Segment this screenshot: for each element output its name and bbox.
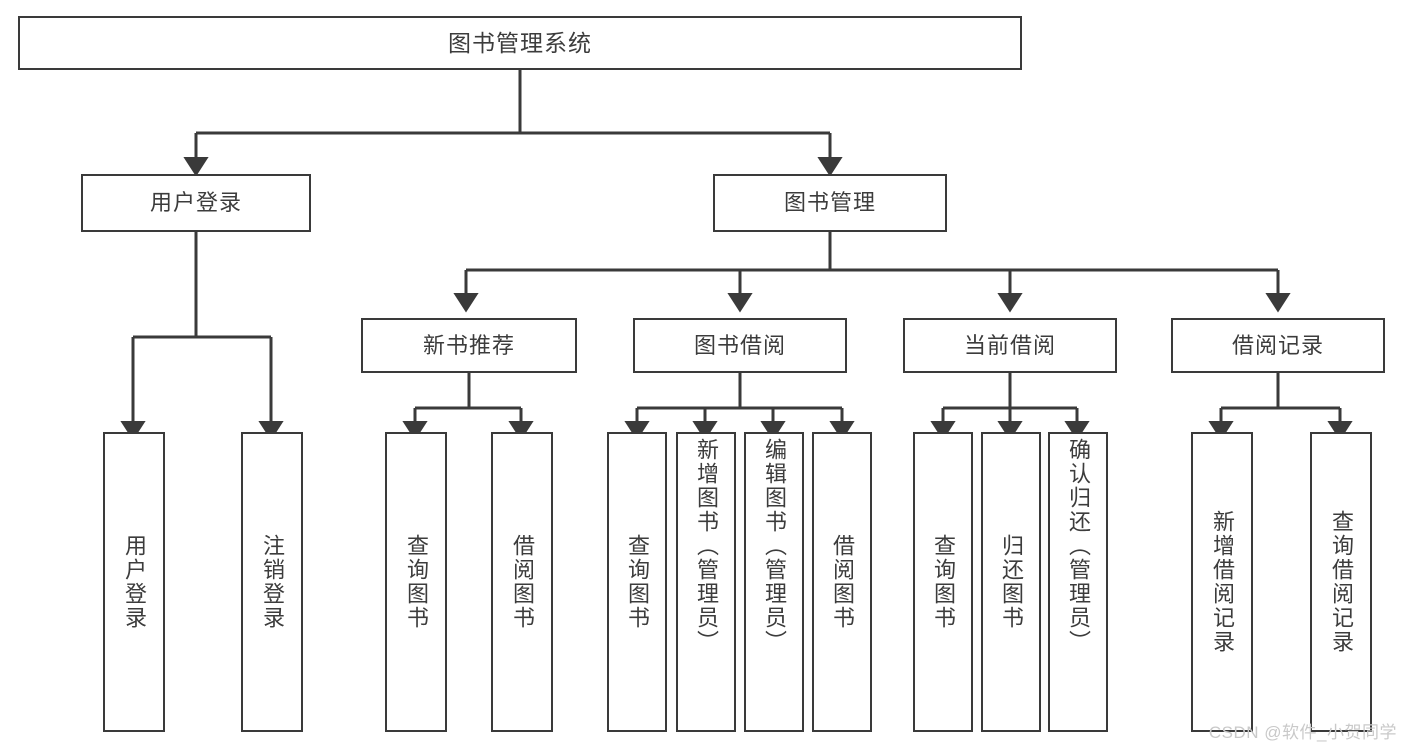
node-new-book-recommend[interactable]: 新书推荐 — [361, 318, 577, 373]
leaf-borrow-borrow-book[interactable]: 借阅图书 — [812, 432, 872, 732]
leaf-borrow-edit-book-admin[interactable]: 编辑图书（管理员） — [744, 432, 804, 732]
node-book-management[interactable]: 图书管理 — [713, 174, 947, 232]
leaf-new-book-query-book[interactable]: 查询图书 — [385, 432, 447, 732]
leaf-borrow-add-book-admin[interactable]: 新增图书（管理员） — [676, 432, 736, 732]
leaf-label: 归还图书 — [998, 534, 1024, 630]
node-book-borrow[interactable]: 图书借阅 — [633, 318, 847, 373]
leaf-record-add-borrow-record[interactable]: 新增借阅记录 — [1191, 432, 1253, 732]
node-root-book-management-system[interactable]: 图书管理系统 — [18, 16, 1022, 70]
node-current-borrow-label: 当前借阅 — [963, 332, 1056, 358]
leaf-borrow-query-book[interactable]: 查询图书 — [607, 432, 667, 732]
watermark: CSDN @软件_小贺同学 — [1208, 723, 1397, 742]
leaf-record-query-borrow-record[interactable]: 查询借阅记录 — [1310, 432, 1372, 732]
leaf-label: 注销登录 — [259, 534, 285, 630]
leaf-label: 查询图书 — [624, 534, 650, 630]
node-current-borrow[interactable]: 当前借阅 — [903, 318, 1117, 373]
leaf-label: 新增图书（管理员） — [693, 438, 719, 654]
node-borrow-record[interactable]: 借阅记录 — [1171, 318, 1385, 373]
leaf-user-login-login[interactable]: 用户登录 — [103, 432, 165, 732]
leaf-label: 用户登录 — [121, 534, 147, 630]
node-new-book-recommend-label: 新书推荐 — [422, 332, 515, 358]
leaf-current-confirm-return-admin[interactable]: 确认归还（管理员） — [1048, 432, 1108, 732]
leaf-label: 确认归还（管理员） — [1065, 438, 1091, 654]
leaf-current-return-book[interactable]: 归还图书 — [981, 432, 1041, 732]
leaf-label: 查询图书 — [930, 534, 956, 630]
node-book-borrow-label: 图书借阅 — [693, 332, 786, 358]
node-user-login[interactable]: 用户登录 — [81, 174, 311, 232]
leaf-label: 查询借阅记录 — [1328, 510, 1354, 654]
leaf-label: 编辑图书（管理员） — [761, 438, 787, 654]
node-user-login-label: 用户登录 — [149, 190, 242, 215]
leaf-new-book-borrow-book[interactable]: 借阅图书 — [491, 432, 553, 732]
leaf-label: 查询图书 — [403, 534, 429, 630]
leaf-label: 借阅图书 — [509, 534, 535, 630]
leaf-label: 新增借阅记录 — [1209, 510, 1235, 654]
node-book-management-label: 图书管理 — [783, 190, 876, 215]
leaf-user-login-logout[interactable]: 注销登录 — [241, 432, 303, 732]
node-borrow-record-label: 借阅记录 — [1231, 332, 1324, 358]
leaf-current-query-book[interactable]: 查询图书 — [913, 432, 973, 732]
node-root-label: 图书管理系统 — [448, 29, 592, 56]
leaf-label: 借阅图书 — [829, 534, 855, 630]
